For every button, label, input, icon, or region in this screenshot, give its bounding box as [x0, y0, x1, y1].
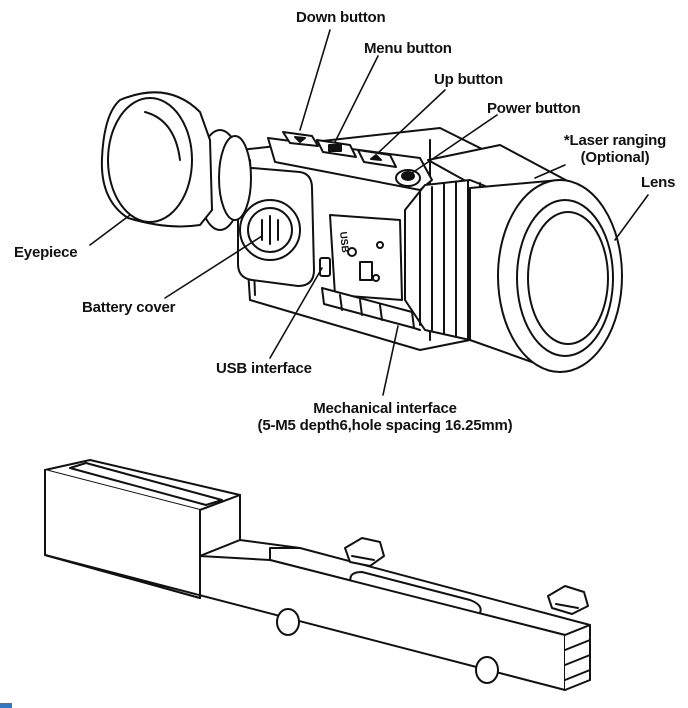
label-mechanical-line1: Mechanical interface [313, 400, 457, 417]
menu-button-icon [316, 139, 357, 158]
mechanical-interface [321, 287, 415, 329]
label-mechanical-interface: Mechanical interface (5-M5 depth6,hole s… [220, 400, 550, 434]
label-laser-ranging: *Laser ranging (Optional) [540, 132, 688, 166]
clamp-knob-1 [344, 537, 385, 567]
eyepiece-icon [100, 91, 213, 228]
label-menu-button: Menu button [364, 40, 452, 57]
leader-lens [614, 194, 649, 241]
label-lens: Lens [641, 174, 676, 191]
label-usb-interface: USB interface [216, 360, 312, 377]
label-power-button: Power button [487, 100, 581, 117]
label-laser-line2: (Optional) [580, 149, 650, 166]
leader-usb-interface [269, 267, 323, 359]
mount-hole-2 [475, 656, 499, 684]
lens-icon [497, 179, 623, 373]
leader-power-button [411, 114, 498, 174]
leader-menu-button [334, 55, 379, 143]
leader-lines [89, 29, 649, 396]
label-eyepiece: Eyepiece [14, 244, 78, 261]
label-up-button: Up button [434, 71, 504, 88]
label-battery-cover: Battery cover [82, 299, 176, 316]
up-button-icon [357, 149, 397, 168]
leader-eyepiece [89, 214, 131, 246]
usb-marking: USB [337, 231, 350, 253]
leader-laser-ranging [534, 164, 566, 179]
clamp-knob-2 [547, 585, 589, 615]
mount-hole-1 [276, 608, 300, 636]
picatinny-mount [44, 459, 591, 691]
power-button-icon [395, 169, 421, 187]
leader-battery-cover [164, 235, 263, 299]
edge-accent [0, 703, 12, 708]
leader-mechanical-interface [382, 325, 399, 396]
down-button-icon [282, 131, 319, 147]
leader-down-button [299, 29, 331, 131]
side-panel [329, 214, 403, 301]
label-mechanical-line2: (5-M5 depth6,hole spacing 16.25mm) [257, 417, 513, 434]
label-down-button: Down button [296, 9, 386, 26]
label-laser-line1: *Laser ranging [563, 132, 667, 149]
leader-up-button [377, 89, 446, 154]
usb-port [319, 257, 331, 277]
